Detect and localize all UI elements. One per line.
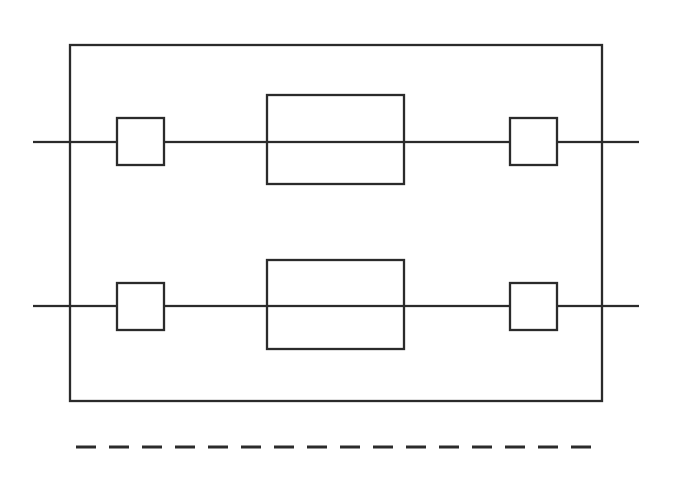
top-branch-left-square	[115, 116, 166, 167]
bottom-branch-middle-rect	[265, 258, 406, 351]
outer-box	[68, 43, 604, 403]
top-branch-right-square	[508, 116, 559, 167]
top-branch-middle-rect	[265, 93, 406, 186]
bottom-branch-right-square	[508, 281, 559, 332]
bottom-branch-left-square	[115, 281, 166, 332]
